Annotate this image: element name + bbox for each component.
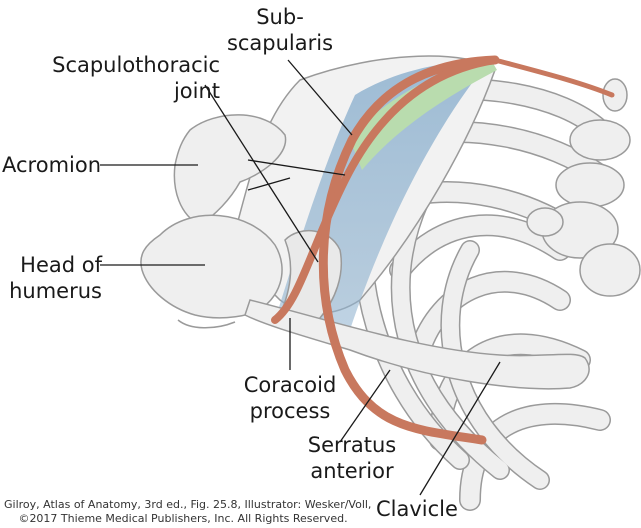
label-coracoid-process: Coracoid process <box>230 372 350 424</box>
label-subscapularis: Sub- scapularis <box>222 4 338 56</box>
label-scapulothoracic-joint: Scapulothoracic joint <box>20 52 220 104</box>
leader-acromion-2 <box>247 159 346 176</box>
leader-lines <box>100 59 501 496</box>
serratus-anterior-muscle <box>271 55 615 445</box>
credit-line1: Gilroy, Atlas of Anatomy, 3rd ed., Fig. … <box>4 498 372 511</box>
label-scapulothoracic-line2: joint <box>173 79 220 103</box>
label-head-of-humerus-line1: Head of <box>20 253 102 277</box>
label-subscapularis-line2: scapularis <box>226 31 334 55</box>
label-acromion: Acromion <box>2 153 102 177</box>
credit-line2: ©2017 Thieme Medical Publishers, Inc. Al… <box>18 512 348 525</box>
label-serratus-line1: Serratus <box>307 433 397 457</box>
leader-scapulothoracic <box>204 84 319 263</box>
subscapularis-muscle <box>350 58 497 170</box>
label-serratus-anterior: Serratus anterior <box>292 432 412 484</box>
leader-serratus <box>339 369 391 443</box>
leader-clavicle <box>419 361 501 496</box>
label-head-of-humerus: Head of humerus <box>2 252 102 304</box>
label-head-of-humerus-line2: humerus <box>9 279 102 303</box>
label-scapulothoracic-line1: Scapulothoracic <box>52 53 220 77</box>
leader-subscapularis <box>287 59 353 136</box>
label-coracoid-line1: Coracoid <box>243 373 337 397</box>
leader-acromion-3 <box>247 177 291 191</box>
vertebral-column <box>526 78 641 297</box>
label-clavicle: Clavicle <box>376 497 458 521</box>
label-subscapularis-line1: Sub- <box>256 5 304 29</box>
label-serratus-line2: anterior <box>310 459 394 483</box>
label-coracoid-line2: process <box>249 399 331 423</box>
figure-credit: Gilroy, Atlas of Anatomy, 3rd ed., Fig. … <box>4 498 372 526</box>
